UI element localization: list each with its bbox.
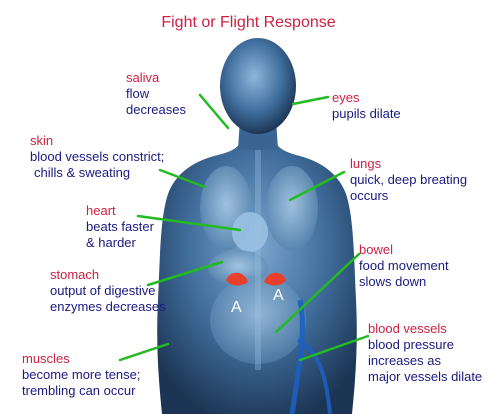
blood-vessel-branch xyxy=(296,338,332,414)
organ-name: skin xyxy=(30,133,54,148)
label-muscles: muscles become more tense; trembling can… xyxy=(22,351,141,399)
label-blood-vessels: blood vessels blood pressure increases a… xyxy=(368,321,482,385)
effect-line: beats faster xyxy=(86,219,154,234)
gland-marker-left: A xyxy=(231,299,242,316)
label-lungs: lungs quick, deep breating occurs xyxy=(350,156,467,204)
leader-saliva xyxy=(198,93,230,130)
heart-organ xyxy=(232,212,268,252)
leader-blood-vessels xyxy=(298,334,370,362)
effect-line: occurs xyxy=(350,188,389,203)
label-saliva: saliva flow decreases xyxy=(126,70,186,118)
organ-name: saliva xyxy=(126,70,160,85)
effect-line: chills & sweating xyxy=(34,165,131,180)
organ-name: eyes xyxy=(332,90,360,105)
leader-lungs xyxy=(288,170,346,202)
right-adrenal-gland xyxy=(264,272,286,286)
organ-name: bowel xyxy=(359,242,393,257)
label-stomach: stomach output of digestive enzymes decr… xyxy=(50,267,166,315)
effect-line: trembling can occur xyxy=(22,383,136,398)
effect-line: increases as xyxy=(368,353,441,368)
leader-muscles xyxy=(118,342,170,362)
organ-name: muscles xyxy=(22,351,70,366)
effect-line: blood pressure xyxy=(368,337,454,352)
label-heart: heart beats faster & harder xyxy=(86,203,154,251)
effect-line: & harder xyxy=(86,235,136,250)
gland-marker-right: A xyxy=(273,287,284,304)
label-bowel: bowel food movement slows down xyxy=(359,242,449,290)
head-silhouette xyxy=(220,38,296,134)
organ-name: lungs xyxy=(350,156,382,171)
leader-bowel xyxy=(274,252,361,334)
organ-name: stomach xyxy=(50,267,100,282)
organ-name: heart xyxy=(86,203,116,218)
right-lung xyxy=(266,166,318,250)
effect-line: decreases xyxy=(126,102,186,117)
organ-name: blood vessels xyxy=(368,321,447,336)
effect-line: blood vessels constrict; xyxy=(30,149,165,164)
leader-heart xyxy=(136,214,242,232)
label-eyes: eyes pupils dilate xyxy=(332,90,401,122)
effect-line: quick, deep breating xyxy=(350,172,468,187)
spine xyxy=(255,150,261,370)
label-skin: skin blood vessels constrict; chills & s… xyxy=(30,133,164,181)
leader-skin xyxy=(158,168,207,189)
leader-stomach xyxy=(146,260,224,287)
effect-line: food movement xyxy=(359,258,449,273)
intestines xyxy=(210,276,306,364)
diagram-title: Fight or Flight Response xyxy=(161,14,336,31)
effect-line: slows down xyxy=(359,274,427,289)
effect-line: pupils dilate xyxy=(332,106,401,121)
left-adrenal-gland xyxy=(226,272,248,286)
effect-line: flow xyxy=(126,86,150,101)
effect-line: output of digestive xyxy=(50,283,156,298)
leader-eyes xyxy=(291,95,330,106)
effect-line: major vessels dilate xyxy=(368,369,483,384)
effect-line: become more tense; xyxy=(22,367,141,382)
effect-line: enzymes decreases xyxy=(50,299,166,314)
